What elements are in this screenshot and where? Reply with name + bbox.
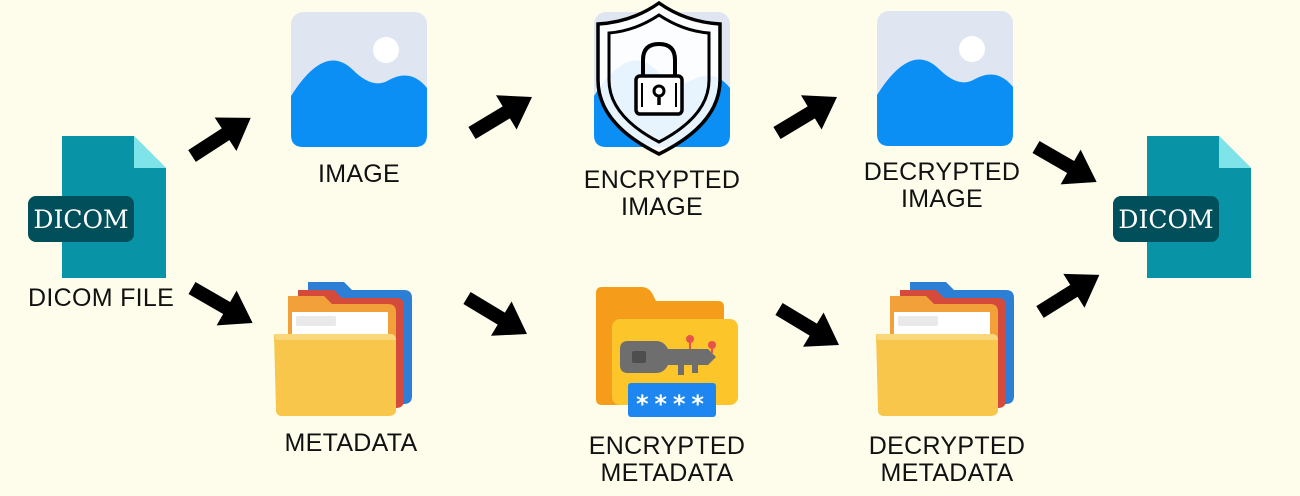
dicom-file-input: DICOM [28,136,168,278]
image-icon [291,12,427,147]
decrypted-metadata-node [874,276,1020,418]
image-label: IMAGE [317,160,401,188]
encrypted-metadata-label-line1: ENCRYPTED [588,432,746,460]
folders-icon [274,282,412,416]
arrow-encrypted-to-decrypted-image [766,79,848,151]
decrypted-image-label-line1: DECRYPTED [863,158,1021,186]
metadata-node [272,276,418,418]
decrypted-metadata-label-line2: METADATA [880,459,1014,487]
decrypted-image-label: DECRYPTED IMAGE [854,159,1030,213]
encrypted-image-label-line2: IMAGE [620,193,704,221]
arrow-decrypted-metadata-to-dicom [1029,257,1110,329]
encrypted-metadata-node: **** [594,287,740,421]
arrow-metadata-to-encrypted-metadata [456,280,538,352]
dicom-badge: DICOM [1113,196,1219,242]
arrow-dicom-to-image [181,101,262,173]
image-node [291,12,427,147]
folders-icon [876,282,1014,416]
arrow-image-to-encrypted-image [461,79,543,151]
decrypted-image-node [877,11,1013,146]
arrow-encrypted-to-decrypted-metadata [768,291,850,363]
dicom-badge: DICOM [28,196,134,242]
image-icon [877,11,1013,146]
shield-lock-icon [596,0,722,156]
decrypted-metadata-label: DECRYPTED METADATA [858,433,1036,487]
folder-key-icon [596,287,738,417]
arrow-decrypted-image-to-dicom [1026,129,1107,200]
password-mask: **** [635,390,709,418]
decrypted-metadata-label-line1: DECRYPTED [868,432,1026,460]
encrypted-image-label-line1: ENCRYPTED [583,166,741,194]
dicom-file-output: DICOM [1113,136,1253,278]
arrow-dicom-to-metadata [182,270,263,341]
encrypted-metadata-label: ENCRYPTED METADATA [572,433,762,487]
metadata-label: METADATA [284,429,418,457]
dicom-file-label: DICOM FILE [28,284,175,312]
decrypted-image-label-line2: IMAGE [900,185,984,213]
encrypted-image-node [588,0,730,158]
encrypted-metadata-label-line2: METADATA [600,459,734,487]
encrypted-image-label: ENCRYPTED IMAGE [570,167,754,221]
